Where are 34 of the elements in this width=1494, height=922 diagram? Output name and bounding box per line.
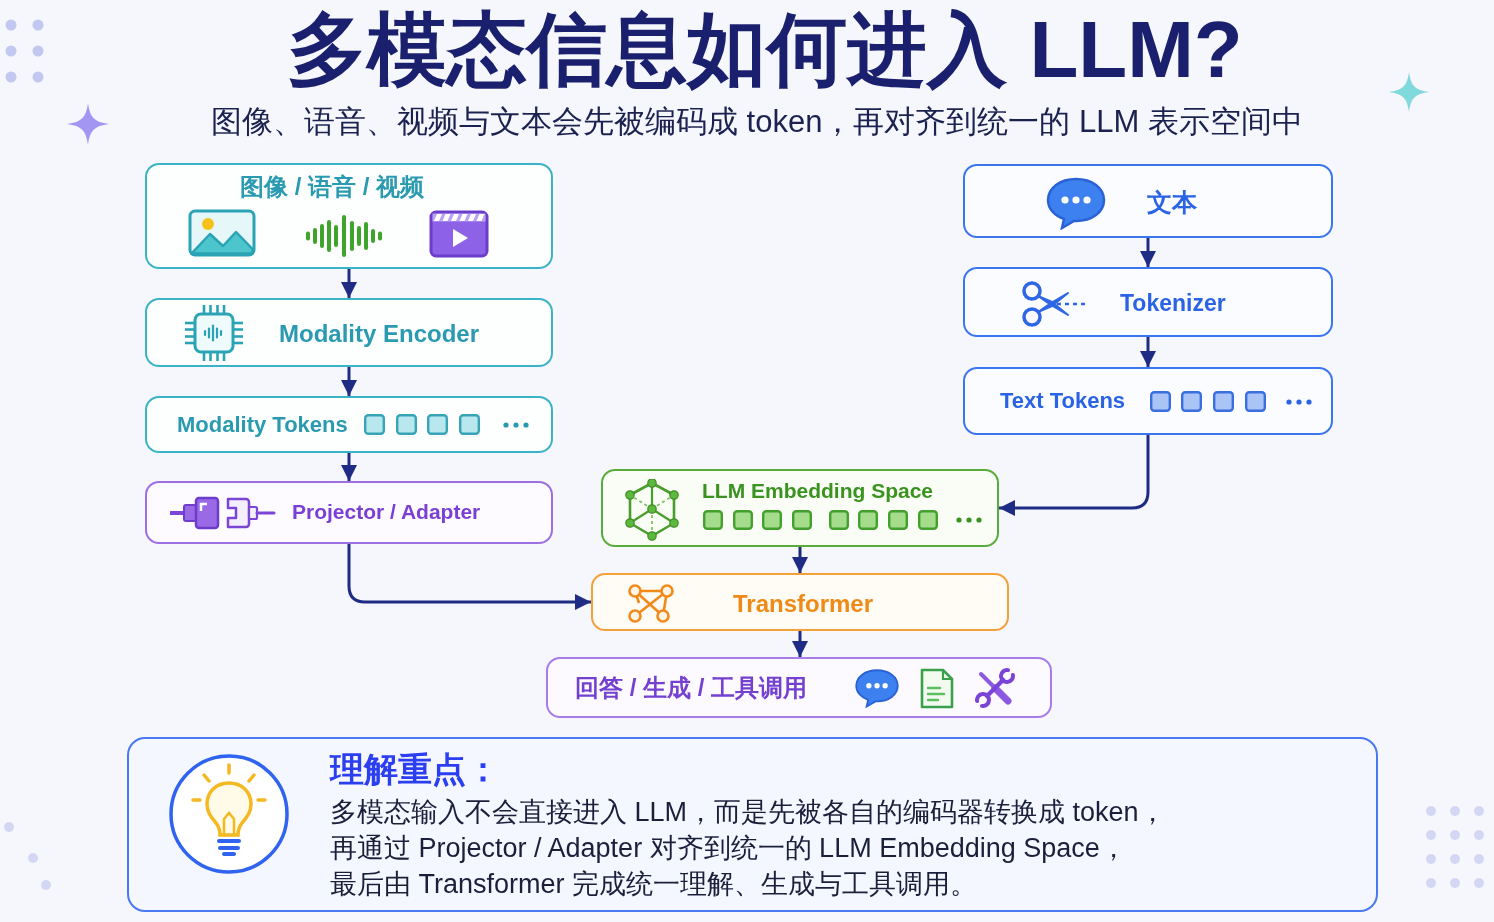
arrow [999, 435, 1150, 516]
step-label: Tokenizer [1120, 289, 1226, 317]
step-label: Transformer [733, 590, 874, 618]
step-label: 文本 [1147, 187, 1197, 217]
process-box [546, 657, 1052, 718]
step-label: Modality Encoder [279, 320, 480, 348]
process-box [591, 573, 1009, 631]
process-box [145, 163, 553, 269]
page-title: 多模态信息如何进入 LLM? [287, 4, 1243, 96]
process-box [145, 481, 553, 544]
step-label: LLM Embedding Space [702, 478, 934, 504]
process-box [601, 469, 999, 547]
step-label: Text Tokens [1000, 388, 1126, 414]
step-label: 回答 / 生成 / 工具调用 [575, 674, 807, 702]
arrow [792, 631, 808, 657]
step-label: Modality Tokens [177, 412, 348, 438]
process-box [963, 164, 1333, 238]
subtitle: 图像、语音、视频与文本会先被编码成 token，再对齐到统一的 LLM 表示空间中 [211, 104, 1303, 140]
note-text: 多模态输入不会直接进入 LLM，而是先被各自的编码器转换成 token，再通过 Projector / Adapter 对齐到统一的 LLM Embedding Space，最后由 Transformer 完成统一理解、生成与工具调用。 [330, 796, 1167, 901]
arrow [1140, 238, 1156, 267]
note-panel [127, 737, 1378, 912]
arrow [341, 453, 357, 481]
arrow [792, 547, 808, 573]
process-box [145, 298, 553, 367]
process-box [963, 267, 1333, 337]
arrow [341, 367, 357, 396]
process-box [963, 367, 1333, 435]
step-label: 图像 / 语音 / 视频 [240, 173, 424, 201]
arrow [347, 544, 591, 610]
note-heading: 理解重点： [330, 750, 500, 790]
arrow [1140, 337, 1156, 367]
arrow [341, 269, 357, 298]
process-box [145, 396, 553, 453]
step-label: Projector / Adapter [292, 499, 481, 525]
